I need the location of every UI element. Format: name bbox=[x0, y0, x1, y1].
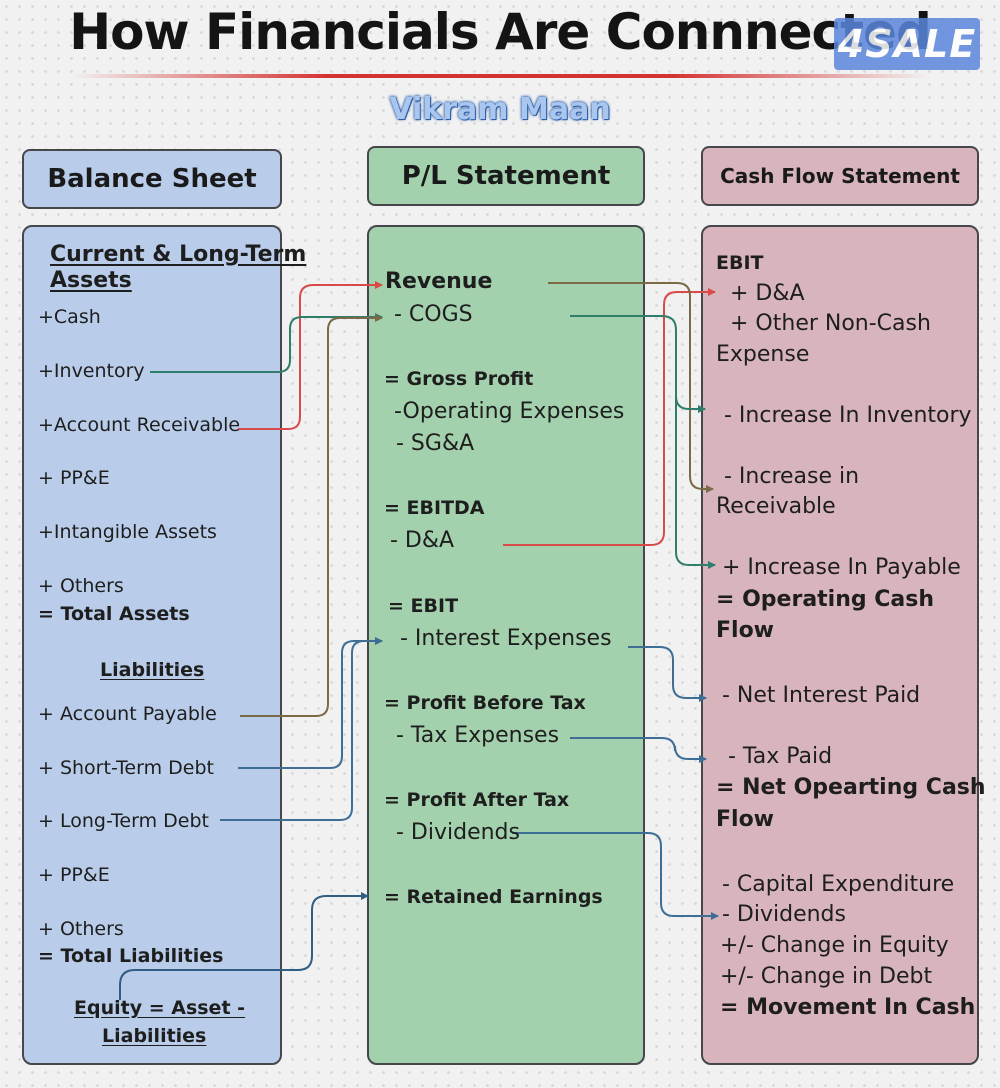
other-non-cash-item-line-2: Expense bbox=[716, 342, 810, 367]
other-non-cash-item: + Other Non-Cash bbox=[730, 311, 931, 336]
cash-flow-statement-panel bbox=[701, 225, 979, 1065]
revenue-item: Revenue bbox=[385, 269, 493, 294]
movement-in-cash: = Movement In Cash bbox=[720, 995, 976, 1020]
profit-before-tax: = Profit Before Tax bbox=[384, 692, 586, 714]
retained-earnings: = Retained Earnings bbox=[384, 886, 603, 908]
ppe-assets-item: + PP&E bbox=[38, 467, 110, 489]
intangible-assets-item: +Intangible Assets bbox=[38, 521, 217, 543]
page-title: How Financials Are Connnected bbox=[69, 3, 932, 61]
increase-payable-item: + Increase In Payable bbox=[722, 555, 961, 580]
cash-flow-statement-header: Cash Flow Statement bbox=[701, 146, 979, 206]
cf-ebit: EBIT bbox=[716, 252, 764, 274]
increase-receivable-item: - Increase in bbox=[724, 464, 860, 489]
pl-da-item: - D&A bbox=[390, 528, 455, 553]
account-receivable-item: +Account Receivable bbox=[38, 414, 241, 436]
cf-da-item: + D&A bbox=[730, 281, 805, 306]
sga-item: - SG&A bbox=[396, 431, 475, 456]
ppe-liabilities-item: + PP&E bbox=[38, 864, 110, 886]
total-assets: = Total Assets bbox=[38, 603, 190, 625]
pl-ebit: = EBIT bbox=[388, 595, 459, 617]
pl-statement-header: P/L Statement bbox=[367, 146, 645, 206]
others-assets-item: + Others bbox=[38, 575, 124, 597]
tax-expenses-item: - Tax Expenses bbox=[396, 723, 560, 748]
increase-inventory-item: - Increase In Inventory bbox=[724, 403, 972, 428]
change-in-equity-item: +/- Change in Equity bbox=[720, 933, 949, 958]
inventory-item: +Inventory bbox=[38, 360, 145, 382]
operating-cash-flow-line-2: Flow bbox=[716, 618, 775, 643]
interest-expenses-item: - Interest Expenses bbox=[400, 626, 612, 651]
equity-formula: Equity = Asset - bbox=[74, 997, 246, 1019]
net-interest-paid-item: - Net Interest Paid bbox=[722, 683, 921, 708]
cf-dividends-item: - Dividends bbox=[722, 902, 846, 927]
long-term-debt-item: + Long-Term Debt bbox=[38, 810, 209, 832]
others-liabilities-item: + Others bbox=[38, 918, 124, 940]
total-liabilities: = Total Liabilities bbox=[38, 945, 224, 967]
cogs-item: - COGS bbox=[394, 302, 473, 327]
pl-dividends-item: - Dividends bbox=[396, 820, 520, 845]
change-in-debt-item: +/- Change in Debt bbox=[720, 964, 933, 989]
liabilities-heading: Liabilities bbox=[100, 659, 205, 681]
tax-paid-item: - Tax Paid bbox=[728, 744, 833, 769]
net-operating-cash-flow: = Net Opearting Cash bbox=[716, 775, 986, 800]
operating-cash-flow: = Operating Cash bbox=[716, 587, 935, 612]
title-divider bbox=[70, 74, 930, 78]
increase-receivable-item-line-2: Receivable bbox=[716, 494, 836, 519]
balance-sheet-header: Balance Sheet bbox=[22, 149, 282, 209]
assets-heading-line-2: Assets bbox=[50, 268, 132, 293]
net-operating-cash-flow-line-2: Flow bbox=[716, 807, 775, 832]
equity-formula-line-2: Liabilities bbox=[102, 1025, 207, 1047]
account-payable-item: + Account Payable bbox=[38, 703, 217, 725]
capital-expenditure-item: - Capital Expenditure bbox=[722, 872, 955, 897]
cash-item: +Cash bbox=[38, 306, 101, 328]
assets-heading: Current & Long-Term bbox=[50, 242, 307, 267]
author-name: Vikram Maan bbox=[389, 92, 611, 127]
operating-expenses-item: -Operating Expenses bbox=[394, 399, 625, 424]
short-term-debt-item: + Short-Term Debt bbox=[38, 757, 214, 779]
ebitda: = EBITDA bbox=[384, 497, 485, 519]
watermark-logo: 4SALE bbox=[834, 18, 980, 70]
gross-profit: = Gross Profit bbox=[384, 368, 534, 390]
profit-after-tax: = Profit After Tax bbox=[384, 789, 570, 811]
